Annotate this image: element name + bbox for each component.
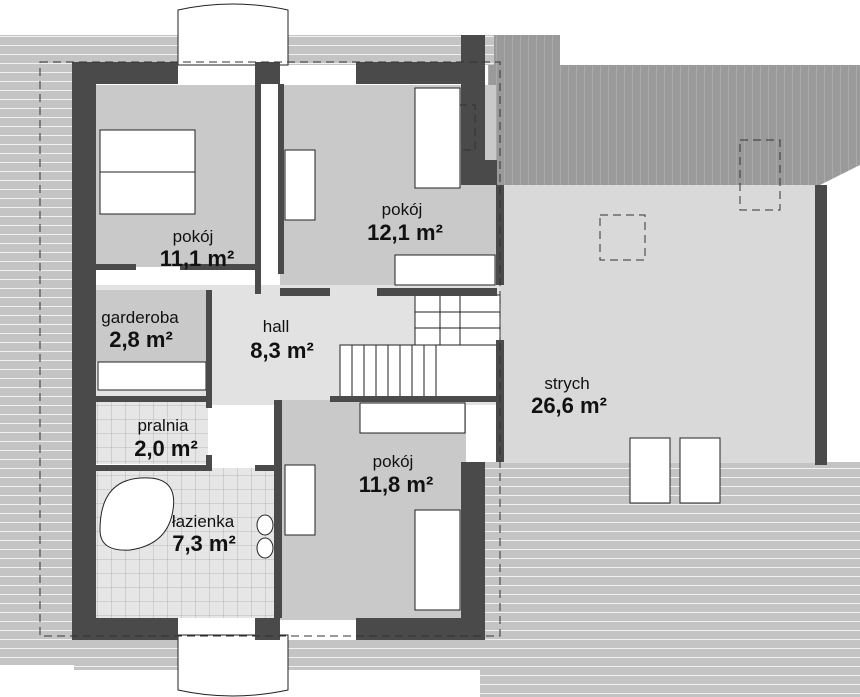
staircase (339, 294, 501, 401)
room-area-lazienka: 7,3 m² (172, 531, 236, 556)
room-name-hall: hall (263, 317, 289, 336)
dormer-bottom (177, 634, 289, 697)
roof-left (0, 35, 74, 665)
room-area-pokoj1: 11,1 m² (160, 246, 235, 271)
room-name-pokoj1: pokój (173, 227, 214, 246)
room-area-hall: 8,3 m² (250, 338, 314, 363)
room-name-pokoj2: pokój (382, 200, 423, 219)
room-name-garderoba: garderoba (101, 308, 179, 327)
dormer-top (177, 3, 289, 66)
room-name-pralnia: pralnia (137, 416, 189, 435)
garderoba-floor (96, 290, 208, 362)
roof-bottom-right (480, 462, 860, 697)
room-area-pokoj2: 12,1 m² (367, 220, 443, 245)
room-name-lazienka: łazienka (172, 512, 235, 531)
room-name-pokoj3: pokój (373, 452, 414, 471)
room-area-pralnia: 2,0 m² (134, 436, 198, 461)
room-name-strych: strych (544, 374, 589, 393)
room-area-pokoj3: 11,8 m² (359, 472, 434, 497)
wardrobe-pokoj3 (359, 402, 466, 434)
room-area-strych: 26,6 m² (531, 393, 607, 418)
room-area-garderoba: 2,8 m² (109, 327, 173, 352)
strych-floor (500, 185, 818, 463)
pralnia-floor (96, 402, 208, 464)
wardrobe-garderoba (97, 361, 207, 391)
roof-top-right (488, 35, 860, 185)
furniture (39, 61, 781, 637)
wardrobe-pokoj2 (394, 254, 496, 286)
